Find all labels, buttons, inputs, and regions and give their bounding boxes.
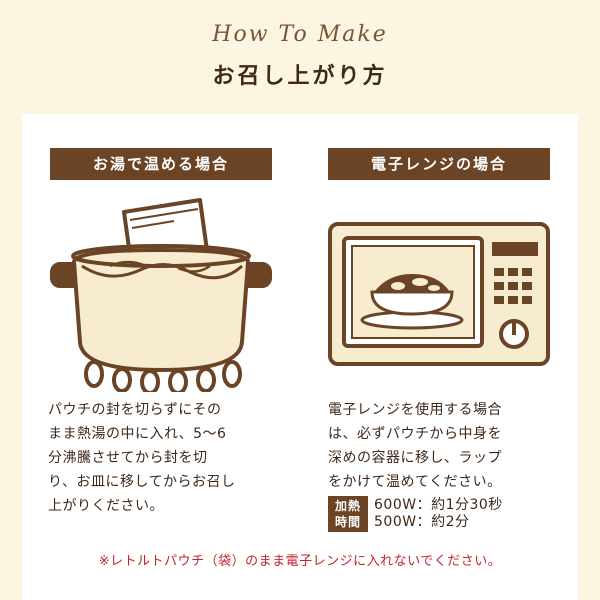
instruction-line: り、お皿に移してからお召し — [48, 474, 236, 490]
instruction-line: 上がりください。 — [48, 498, 164, 514]
instruction-line: パウチの封を切らずにその — [48, 402, 222, 418]
heating-time: 加熱 時間 600W：約1分30秒 500W：約2分 — [328, 496, 503, 532]
instruction-line: 電子レンジを使用する場合 — [328, 402, 502, 418]
hot-water-header: お湯で温める場合 — [50, 148, 272, 180]
page-title: お召し上がり方 — [212, 64, 388, 89]
badge-line: 加熱 — [334, 499, 361, 513]
heating-time-badge: 加熱 時間 — [328, 496, 368, 532]
instruction-line: まま熱湯の中に入れ、5〜6 — [48, 426, 227, 442]
badge-line: 時間 — [334, 515, 361, 529]
instruction-line: をかけて温めてください。 — [328, 474, 502, 490]
microwave-oven-icon — [328, 222, 550, 366]
pot-on-stove-icon — [50, 198, 272, 392]
hot-water-instructions: パウチの封を切らずにその まま熱湯の中に入れ、5〜6 分沸騰させてから封を切 り… — [48, 398, 280, 518]
time-600w: 600W：約1分30秒 — [374, 497, 503, 513]
instructions-card: お湯で温める場合 電子レンジの場合 — [22, 114, 578, 600]
time-500w: 500W：約2分 — [374, 514, 470, 530]
microwave-header: 電子レンジの場合 — [328, 148, 550, 180]
script-title: How To Make — [212, 22, 388, 47]
microwave-instructions: 電子レンジを使用する場合 は、必ずパウチから中身を 深めの容器に移し、ラップ を… — [328, 398, 560, 494]
instruction-line: 深めの容器に移し、ラップ — [328, 450, 502, 466]
instruction-line: 分沸騰させてから封を切 — [48, 450, 208, 466]
heating-time-values: 600W：約1分30秒 500W：約2分 — [374, 497, 503, 531]
warning-note: ※レトルトパウチ（袋）のまま電子レンジに入れないでください。 — [98, 554, 502, 569]
instruction-line: は、必ずパウチから中身を — [328, 426, 502, 442]
